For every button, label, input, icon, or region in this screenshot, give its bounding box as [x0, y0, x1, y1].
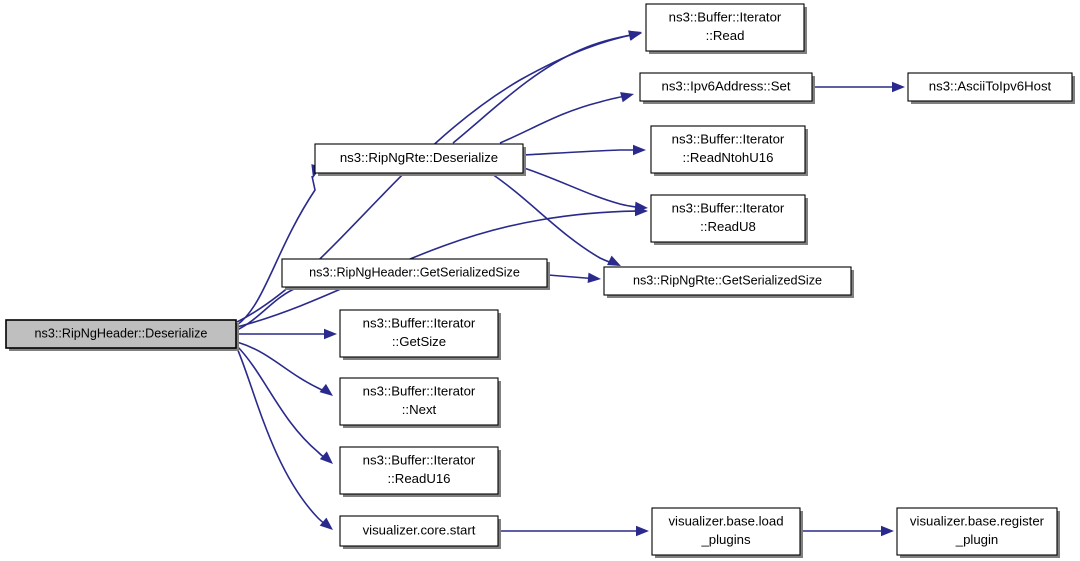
node-box[interactable]	[650, 194, 806, 243]
node-label: ns3::Ipv6Address::Set	[661, 78, 790, 93]
node-box[interactable]	[339, 309, 499, 358]
node-label: ::ReadNtohU16	[683, 150, 774, 165]
graph-node[interactable]: ns3::Buffer::Iterator::GetSize	[339, 309, 501, 360]
graph-node[interactable]: visualizer.base.load _plugins	[651, 507, 803, 558]
node-label: visualizer.base.register	[910, 514, 1045, 529]
node-box[interactable]	[650, 125, 806, 174]
node-box[interactable]	[339, 515, 499, 547]
node-label: ::ReadU16	[387, 471, 450, 486]
call-edge	[236, 345, 331, 463]
node-label: ns3::Buffer::Iterator	[363, 384, 476, 399]
nodes-layer: ns3::RipNgHeader::Deserialize ns3::RipNgR…	[5, 3, 1075, 558]
graph-node[interactable]: ns3::Buffer::Iterator::ReadU16	[339, 446, 501, 497]
node-label: ::GetSize	[392, 334, 446, 349]
arrow-head-icon	[881, 525, 894, 537]
node-label: ns3::AsciiToIpv6Host	[929, 78, 1052, 93]
call-edge	[499, 94, 631, 144]
node-label: ns3::Buffer::Iterator	[363, 316, 476, 331]
arrow-head-icon	[319, 383, 333, 396]
node-box[interactable]	[651, 507, 801, 556]
arrow-head-icon	[633, 144, 646, 156]
graph-node[interactable]: ns3::Buffer::Iterator::ReadU8	[650, 194, 808, 245]
node-box-current[interactable]	[5, 319, 237, 349]
node-label: _plugin	[955, 532, 999, 547]
arrow-head-icon	[636, 525, 649, 537]
node-label: ns3::Buffer::Iterator	[363, 453, 476, 468]
node-label: ns3::RipNgRte::GetSerializedSize	[633, 273, 822, 287]
graph-node[interactable]: ns3::AsciiToIpv6Host	[907, 72, 1075, 104]
graph-node[interactable]: ns3::RipNgHeader::GetSerializedSize	[281, 258, 550, 290]
node-label: ns3::Buffer::Iterator	[672, 201, 785, 216]
graph-node[interactable]: ns3::Buffer::Iterator::ReadNtohU16	[650, 125, 808, 176]
node-box[interactable]	[339, 446, 499, 495]
node-label: ns3::RipNgHeader::Deserialize	[35, 326, 208, 340]
node-label: ns3::RipNgHeader::GetSerializedSize	[309, 265, 520, 279]
node-box[interactable]	[896, 507, 1058, 556]
node-label: ns3::RipNgRte::Deserialize	[340, 150, 498, 165]
graph-node[interactable]: ns3::RipNgHeader::Deserialize	[5, 319, 239, 351]
node-label: ns3::Buffer::Iterator	[672, 132, 785, 147]
graph-node[interactable]: ns3::Buffer::Iterator::Next	[339, 377, 501, 428]
call-edge	[491, 173, 619, 266]
call-edge	[236, 175, 316, 326]
graph-node[interactable]: visualizer.core.start	[339, 515, 501, 549]
node-label: ::Read	[706, 28, 745, 43]
call-edge	[523, 149, 643, 156]
call-edge	[236, 347, 331, 529]
node-label: visualizer.base.load	[668, 514, 783, 529]
node-box[interactable]	[639, 72, 813, 102]
graph-node[interactable]: ns3::RipNgRte::Deserialize	[314, 143, 526, 176]
node-label: ::Next	[402, 402, 437, 417]
node-box[interactable]	[907, 72, 1073, 102]
arrow-head-icon	[892, 81, 905, 93]
arrow-head-icon	[324, 328, 337, 340]
graph-node[interactable]: ns3::Ipv6Address::Set	[639, 72, 815, 104]
arrow-head-icon	[319, 451, 333, 464]
call-edge	[236, 210, 646, 328]
arrow-head-icon	[587, 272, 601, 284]
graph-node[interactable]: ns3::Buffer::Iterator::Read	[645, 3, 807, 54]
node-box[interactable]	[645, 3, 805, 52]
node-label: ::ReadU8	[700, 219, 756, 234]
call-edge	[452, 33, 639, 144]
node-box[interactable]	[314, 143, 524, 174]
graph-node[interactable]: visualizer.base.register _plugin	[896, 507, 1060, 558]
node-box[interactable]	[603, 266, 852, 296]
node-label: ns3::Buffer::Iterator	[669, 10, 782, 25]
arrow-head-icon	[319, 517, 333, 530]
node-label: _plugins	[700, 532, 751, 547]
arrow-head-icon	[620, 92, 634, 103]
graph-node[interactable]: ns3::RipNgRte::GetSerializedSize	[603, 266, 854, 298]
arrow-head-icon	[634, 201, 648, 213]
node-label: visualizer.core.start	[363, 522, 476, 537]
node-box[interactable]	[281, 258, 548, 288]
node-box[interactable]	[339, 377, 499, 426]
call-edge	[523, 167, 644, 209]
arrow-head-icon	[628, 30, 642, 41]
arrow-head-icon	[607, 255, 621, 266]
